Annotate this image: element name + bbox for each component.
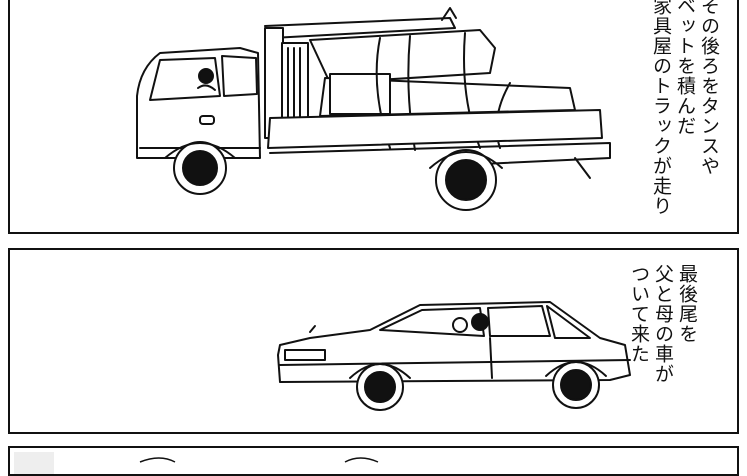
- caption-line: その後ろをタンスや: [698, 0, 720, 176]
- caption-car: 最後尾を 父と母の車が ついて来た: [627, 264, 699, 384]
- truck-driver: [198, 68, 214, 84]
- panel-furniture-truck: その後ろをタンスや ベットを積んだ 家具屋のトラックが走り: [8, 0, 739, 234]
- next-panel-drawing: [14, 452, 379, 474]
- panel-next: [8, 446, 739, 476]
- truck-cargo: [309, 29, 496, 84]
- caption-line: 家具屋のトラックが走り: [650, 0, 672, 216]
- father-figure: [452, 317, 468, 333]
- station-wagon-drawing: [277, 301, 631, 411]
- panel-parents-car: 最後尾を 父と母の車が ついて来た: [8, 248, 739, 434]
- caption-line: ついて来た: [628, 264, 650, 364]
- caption-line: 最後尾を: [676, 264, 698, 344]
- truck-cab: [136, 47, 261, 159]
- mother-figure: [471, 313, 489, 331]
- caption-line: 父と母の車が: [652, 264, 674, 384]
- truck-bed: [267, 109, 603, 149]
- caption-truck: その後ろをタンスや ベットを積んだ 家具屋のトラックが走り: [649, 0, 721, 216]
- furniture-truck-drawing: [136, 7, 611, 211]
- caption-line: ベットを積んだ: [674, 0, 696, 136]
